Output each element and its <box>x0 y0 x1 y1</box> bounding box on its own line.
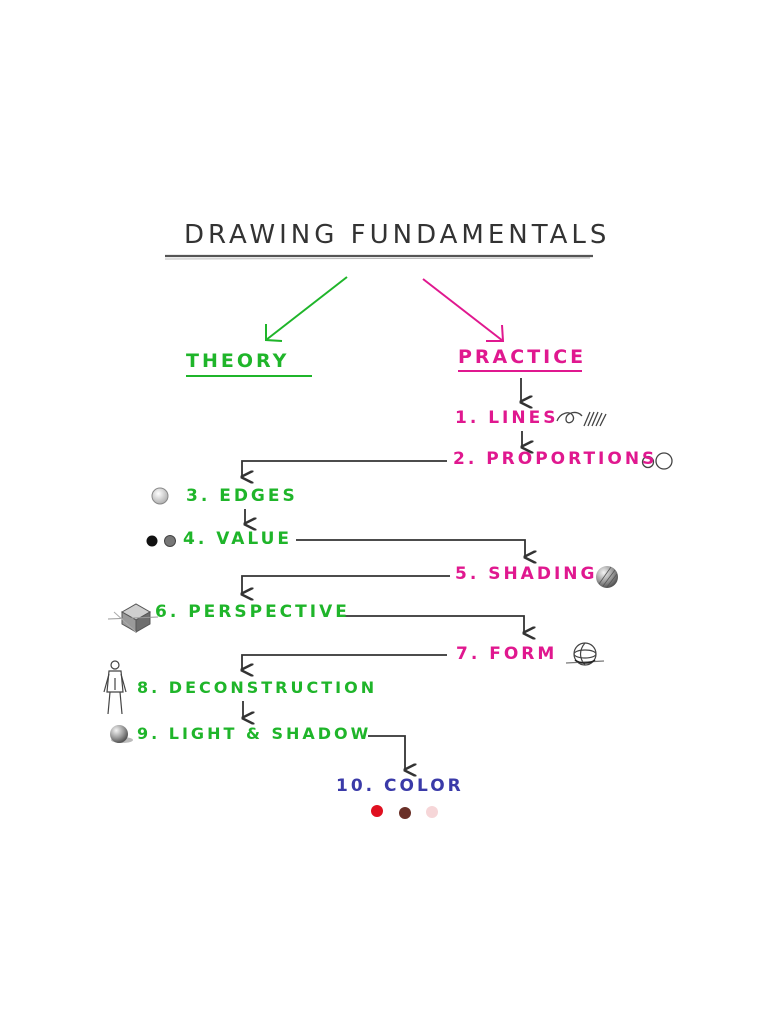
step-form: 7. FORM <box>456 644 558 664</box>
step-edges: 3. EDGES <box>186 486 298 506</box>
value-dots-icon <box>146 535 176 547</box>
swatch-brown <box>399 807 411 819</box>
figure-icon <box>103 660 127 715</box>
light-shadow-sphere-icon <box>110 725 133 743</box>
perspective-cube-icon <box>107 603 159 633</box>
color-swatches <box>371 805 438 819</box>
lines-scribble-icon <box>556 411 607 427</box>
theory-label: THEORY <box>186 350 290 372</box>
step-perspective: 6. PERSPECTIVE <box>155 602 350 622</box>
step-proportions: 2. PROPORTIONS <box>453 449 658 469</box>
form-sphere-icon <box>565 642 605 666</box>
arrow-shading-to-perspective <box>242 575 450 594</box>
step-color: 10. COLOR <box>336 776 464 796</box>
step-lines: 1. LINES <box>455 408 559 428</box>
arrow-form-to-deconstruction <box>242 654 447 670</box>
arrow-to-theory <box>265 276 348 342</box>
arrow-value-to-shading <box>296 539 525 557</box>
step-value: 4. VALUE <box>183 529 293 549</box>
swatch-pink <box>426 806 438 818</box>
swatch-red <box>371 805 383 817</box>
edges-sphere-icon <box>151 487 169 505</box>
proportions-circles-icon <box>641 452 673 470</box>
arrow-to-practice <box>422 278 505 342</box>
arrow-proportions-to-edges <box>242 460 447 477</box>
diagram-title: DRAWING FUNDAMENTALS <box>184 220 611 250</box>
practice-label: PRACTICE <box>458 346 587 368</box>
shading-sphere-icon <box>596 566 618 588</box>
step-deconstruction: 8. DECONSTRUCTION <box>137 678 378 697</box>
arrow-perspective-to-form <box>340 615 524 633</box>
arrow-light-to-color <box>368 735 405 770</box>
title-underline-shadow <box>164 257 591 260</box>
step-light-shadow: 9. LIGHT & SHADOW <box>137 724 372 743</box>
step-shading: 5. SHADING <box>455 564 598 584</box>
